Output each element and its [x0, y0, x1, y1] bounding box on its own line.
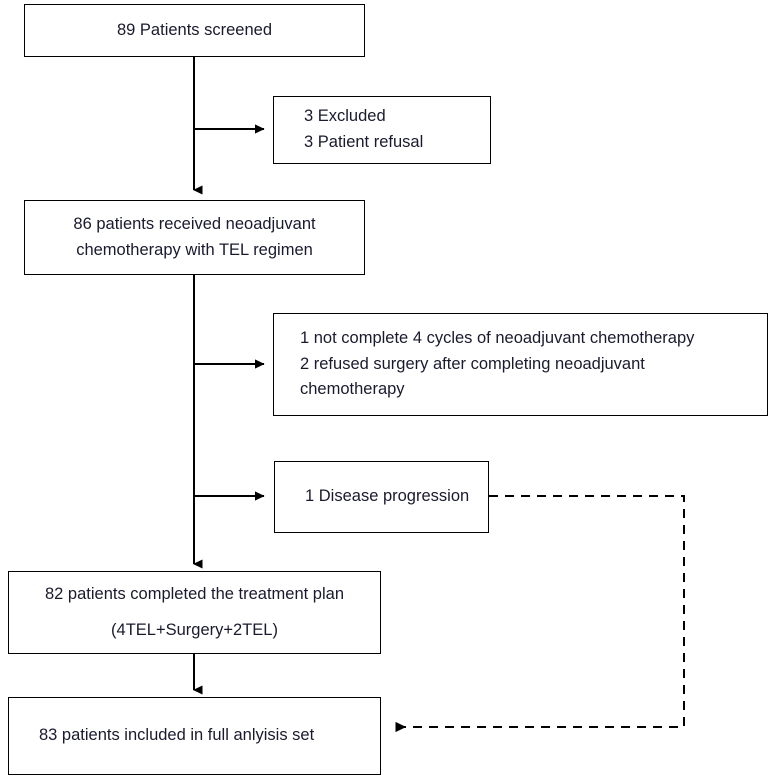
- node-screened-line-1: 89 Patients screened: [116, 20, 273, 39]
- node-discontinued-line-1: 1 not complete 4 cycles of neoadjuvant c…: [300, 329, 695, 348]
- node-excluded-line-1: 3 Excluded: [304, 107, 386, 126]
- node-discontinued[interactable]: 1 not complete 4 cycles of neoadjuvant c…: [273, 313, 768, 416]
- node-completed-plan[interactable]: 82 patients completed the treatment plan…: [8, 571, 381, 654]
- node-completed-plan-line-1: 82 patients completed the treatment plan: [44, 584, 345, 603]
- node-screened[interactable]: 89 Patients screened: [24, 4, 365, 57]
- node-received-chemo-line-2: chemotherapy with TEL regimen: [76, 240, 313, 259]
- node-full-analysis-set-line-1: 83 patients included in full anlyisis se…: [39, 726, 315, 745]
- node-full-analysis-set[interactable]: 83 patients included in full anlyisis se…: [8, 697, 381, 775]
- node-completed-plan-line-2: (4TEL+Surgery+2TEL): [111, 620, 278, 639]
- node-received-chemo-line-1: 86 patients received neoadjuvant: [73, 214, 316, 233]
- node-received-chemo[interactable]: 86 patients received neoadjuvant chemoth…: [24, 200, 365, 275]
- node-excluded-line-2: 3 Patient refusal: [304, 133, 424, 151]
- node-discontinued-line-3: chemotherapy: [300, 380, 405, 399]
- node-disease-progression-line-1: 1 Disease progression: [305, 487, 470, 506]
- node-excluded[interactable]: 3 Excluded 3 Patient refusal: [273, 96, 491, 164]
- connector-progression-to-full-analysis: [395, 495, 685, 733]
- node-disease-progression[interactable]: 1 Disease progression: [274, 461, 489, 533]
- node-discontinued-line-2: 2 refused surgery after completing neoad…: [300, 354, 645, 373]
